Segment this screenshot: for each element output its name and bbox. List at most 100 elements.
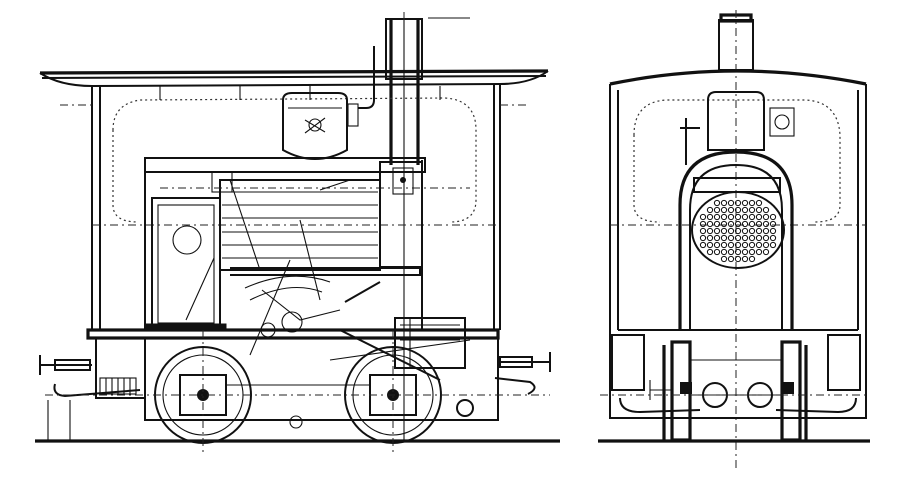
boiler-tube	[720, 199, 728, 207]
boiler-tube	[706, 220, 714, 228]
boiler-tube	[741, 255, 749, 263]
boiler-tube	[706, 241, 714, 249]
body-outline	[60, 84, 530, 330]
boiler-tube	[755, 248, 763, 256]
boiler-tube	[727, 227, 735, 235]
boiler-tube	[755, 234, 763, 242]
boiler-tube	[734, 213, 742, 221]
boiler-tube	[720, 213, 728, 221]
boiler-tube	[748, 234, 756, 242]
boiler-tube	[748, 241, 756, 249]
boiler-tube	[713, 227, 721, 235]
boiler-tube	[762, 234, 770, 242]
boiler-tube	[734, 199, 742, 207]
boiler-tube	[734, 220, 742, 228]
boiler-tube	[762, 248, 770, 256]
boiler-tube	[741, 241, 749, 249]
boiler-tube	[699, 213, 707, 221]
boiler-tube	[720, 227, 728, 235]
boiler-tube	[755, 206, 763, 214]
boiler-tube	[769, 227, 777, 235]
boiler-tube	[699, 220, 707, 228]
boiler-tube	[699, 241, 707, 249]
boiler-tube	[720, 234, 728, 242]
boiler-tube	[734, 234, 742, 242]
boiler-tube	[741, 248, 749, 256]
boiler-tube	[755, 199, 763, 207]
end-elevation-view	[598, 10, 870, 470]
boiler-tube	[769, 213, 777, 221]
boiler-tube	[734, 227, 742, 235]
end-dome	[680, 91, 795, 165]
boiler-tube	[720, 220, 728, 228]
boiler-tube	[720, 248, 728, 256]
boiler-tube	[741, 227, 749, 235]
boiler-tube	[713, 199, 721, 207]
boiler-tube	[713, 241, 721, 249]
boiler-tube	[748, 220, 756, 228]
boiler-tube	[706, 206, 714, 214]
boiler-tube	[755, 227, 763, 235]
roof	[39, 69, 549, 88]
boiler-tube	[706, 234, 714, 242]
rail-line	[35, 330, 560, 455]
boiler-tube	[769, 234, 777, 242]
boiler-tube	[769, 220, 777, 228]
boiler-tube	[727, 234, 735, 242]
steam-dome	[282, 92, 359, 160]
boiler-tube	[769, 241, 777, 249]
boiler-tube	[713, 213, 721, 221]
boiler-tube	[755, 213, 763, 221]
boiler-tube	[741, 220, 749, 228]
valve-gear	[244, 219, 471, 381]
boiler-tube	[706, 227, 714, 235]
boiler-tube	[699, 234, 707, 242]
boiler-tube	[727, 248, 735, 256]
boiler-tube	[727, 213, 735, 221]
smokebox-tubeplate	[678, 150, 794, 330]
boiler-tube	[706, 248, 714, 256]
boiler-tube	[727, 220, 735, 228]
end-rail-line	[598, 394, 870, 443]
boiler-tube	[713, 248, 721, 256]
boiler-tube	[713, 234, 721, 242]
boiler-tube	[748, 227, 756, 235]
boiler-tube	[748, 255, 756, 263]
boiler-tube	[713, 206, 721, 214]
boiler-tube	[734, 248, 742, 256]
end-body	[609, 69, 867, 419]
boiler-tube	[748, 213, 756, 221]
boiler-tube	[762, 213, 770, 221]
side-elevation-view	[35, 12, 560, 455]
boiler-tube	[762, 241, 770, 249]
boiler-tube	[762, 206, 770, 214]
underframe	[86, 323, 500, 421]
boiler-tube	[748, 206, 756, 214]
boiler-tube	[755, 220, 763, 228]
boiler-tube	[755, 241, 763, 249]
chimney	[358, 12, 470, 440]
boiler-tube	[720, 206, 728, 214]
boiler-tube	[706, 213, 714, 221]
end-underframe	[611, 334, 861, 442]
boiler-tube	[741, 199, 749, 207]
boiler-tube	[727, 206, 735, 214]
boiler-tube	[727, 199, 735, 207]
boiler-tube	[727, 241, 735, 249]
boiler-tube	[762, 220, 770, 228]
boiler-tube	[762, 227, 770, 235]
boiler-tube	[720, 255, 728, 263]
boiler-tube	[734, 206, 742, 214]
side-tank	[151, 161, 423, 329]
boiler-tube	[734, 255, 742, 263]
boiler-tube	[734, 241, 742, 249]
buffers	[39, 352, 551, 398]
boiler-tube	[699, 227, 707, 235]
boiler-tube	[713, 220, 721, 228]
boiler-tubes	[699, 199, 777, 263]
boiler-tube	[748, 199, 756, 207]
boiler-tube	[741, 206, 749, 214]
boiler-tube	[748, 248, 756, 256]
